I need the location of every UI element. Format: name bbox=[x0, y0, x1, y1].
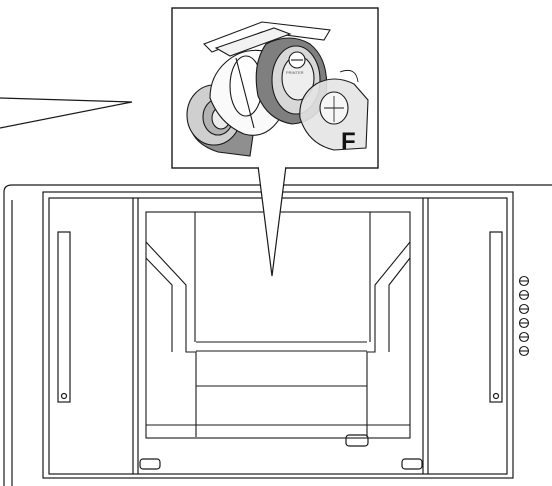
cavity-right-wall-inner bbox=[388, 257, 411, 352]
roller-cam-icon: PRINTER F bbox=[186, 21, 369, 157]
housing-outline bbox=[3, 184, 552, 486]
screw-hole-icon bbox=[518, 303, 530, 315]
screw-hole-icon bbox=[518, 331, 530, 343]
side-handle-left bbox=[57, 231, 71, 403]
bracket-strip bbox=[214, 27, 292, 57]
callout-pointer bbox=[257, 165, 287, 277]
foot-slot-center bbox=[345, 434, 369, 447]
cavity-left-wall bbox=[145, 241, 197, 437]
side-handle-right bbox=[489, 231, 503, 403]
cover-plate bbox=[203, 21, 331, 53]
panel-inner-frame bbox=[48, 197, 508, 475]
inner-cavity bbox=[145, 211, 411, 439]
device-housing bbox=[3, 184, 552, 486]
panel-frame bbox=[42, 191, 514, 479]
foot-slot-right bbox=[401, 458, 423, 470]
screw-hole-icon bbox=[518, 275, 530, 287]
screw-hole-icon bbox=[518, 317, 530, 329]
foot-slot-left bbox=[139, 458, 161, 470]
callout-label-f: F bbox=[341, 128, 356, 155]
side-handle-right-pin bbox=[492, 392, 500, 400]
screw-hole-icon bbox=[518, 345, 530, 357]
left-callout-pointer bbox=[0, 97, 133, 129]
cavity-right-wall bbox=[366, 241, 411, 437]
screw-hole-icon bbox=[518, 289, 530, 301]
side-ports bbox=[518, 275, 530, 357]
side-handle-left-pin bbox=[60, 392, 68, 400]
cavity-left-wall-inner bbox=[145, 257, 173, 352]
svg-text:PRINTER: PRINTER bbox=[286, 70, 304, 75]
front-panel bbox=[42, 191, 514, 479]
